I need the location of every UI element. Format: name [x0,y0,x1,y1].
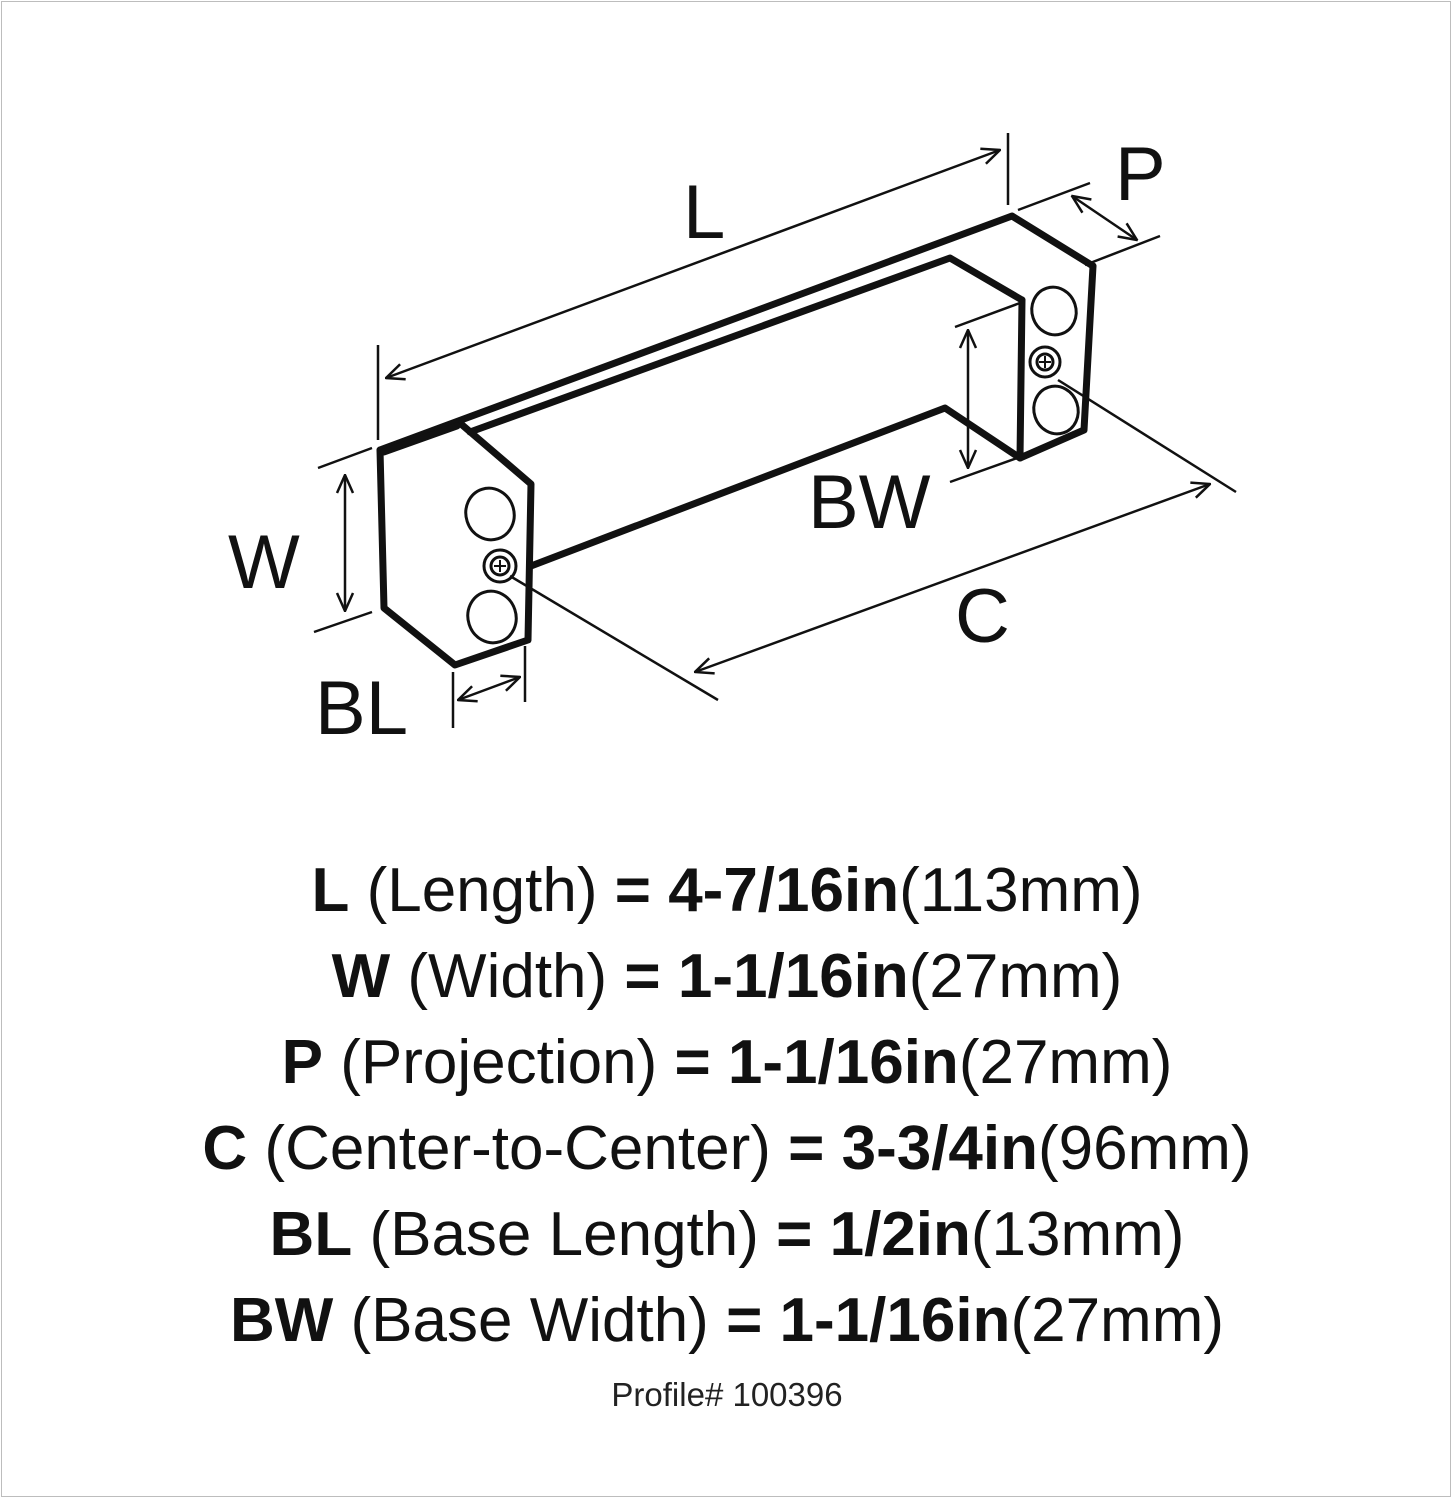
spec-name: (Projection) [340,1028,658,1097]
spec-mm: (13mm) [970,1200,1185,1269]
right-post-holes [1028,285,1080,436]
spec-equals: = [674,1028,711,1097]
spec-inch: 3-3/4in [841,1114,1039,1183]
spec-equals: = [776,1200,813,1269]
dimension-l [376,133,1010,440]
spec-inch: 1/2in [829,1200,971,1269]
profile-number: Profile# 100396 [611,1376,843,1413]
dimension-c [509,378,1237,702]
spec-width: W (Width) = 1-1/16in(27mm) [0,934,1454,1020]
spec-mm: (96mm) [1038,1114,1252,1183]
spec-base-width: BW (Base Width) = 1-1/16in(27mm) [0,1278,1454,1364]
spec-inch: 1-1/16in [727,1028,959,1097]
spec-name: (Width) [407,942,608,1011]
spec-name: (Base Length) [369,1200,759,1269]
spec-name: (Center-to-Center) [264,1114,771,1183]
spec-inch: 4-7/16in [668,856,900,925]
spec-center-to-center: C (Center-to-Center) = 3-3/4in(96mm) [0,1106,1454,1192]
dimension-bw [949,301,1021,484]
label-l: L [683,170,725,255]
spec-name: (Length) [366,856,598,925]
spec-letter: W [331,942,391,1011]
spec-letter: BL [269,1200,353,1269]
dimension-p [1017,181,1161,267]
spec-base-length: BL (Base Length) = 1/2in(13mm) [0,1192,1454,1278]
spec-letter: L [311,856,350,925]
spec-inch: 1-1/16in [677,942,909,1011]
spec-inch: 1-1/16in [779,1286,1011,1355]
label-bl: BL [315,666,408,751]
left-post-holes [464,486,518,645]
spec-mm: (27mm) [1010,1286,1224,1355]
spec-name: (Base Width) [350,1286,709,1355]
spec-letter: P [281,1028,323,1097]
dimension-w [313,446,373,634]
label-p: P [1115,132,1166,217]
spec-equals: = [624,942,661,1011]
label-w: W [228,520,300,605]
label-c: C [955,574,1010,659]
label-bw: BW [808,460,931,545]
spec-mm: (27mm) [908,942,1123,1011]
spec-mm: (113mm) [899,856,1143,925]
dimension-bl [451,646,527,728]
spec-letter: C [202,1114,248,1183]
spec-mm: (27mm) [958,1028,1173,1097]
spec-equals: = [726,1286,763,1355]
spec-letter: BW [229,1286,334,1355]
spec-projection: P (Projection) = 1-1/16in(27mm) [0,1020,1454,1106]
left-post-face [460,422,532,486]
spec-length: L (Length) = 4-7/16in(113mm) [0,848,1454,934]
spec-equals: = [614,856,651,925]
dimension-specs: L (Length) = 4-7/16in(113mm) W (Width) =… [0,848,1454,1364]
spec-equals: = [788,1114,825,1183]
